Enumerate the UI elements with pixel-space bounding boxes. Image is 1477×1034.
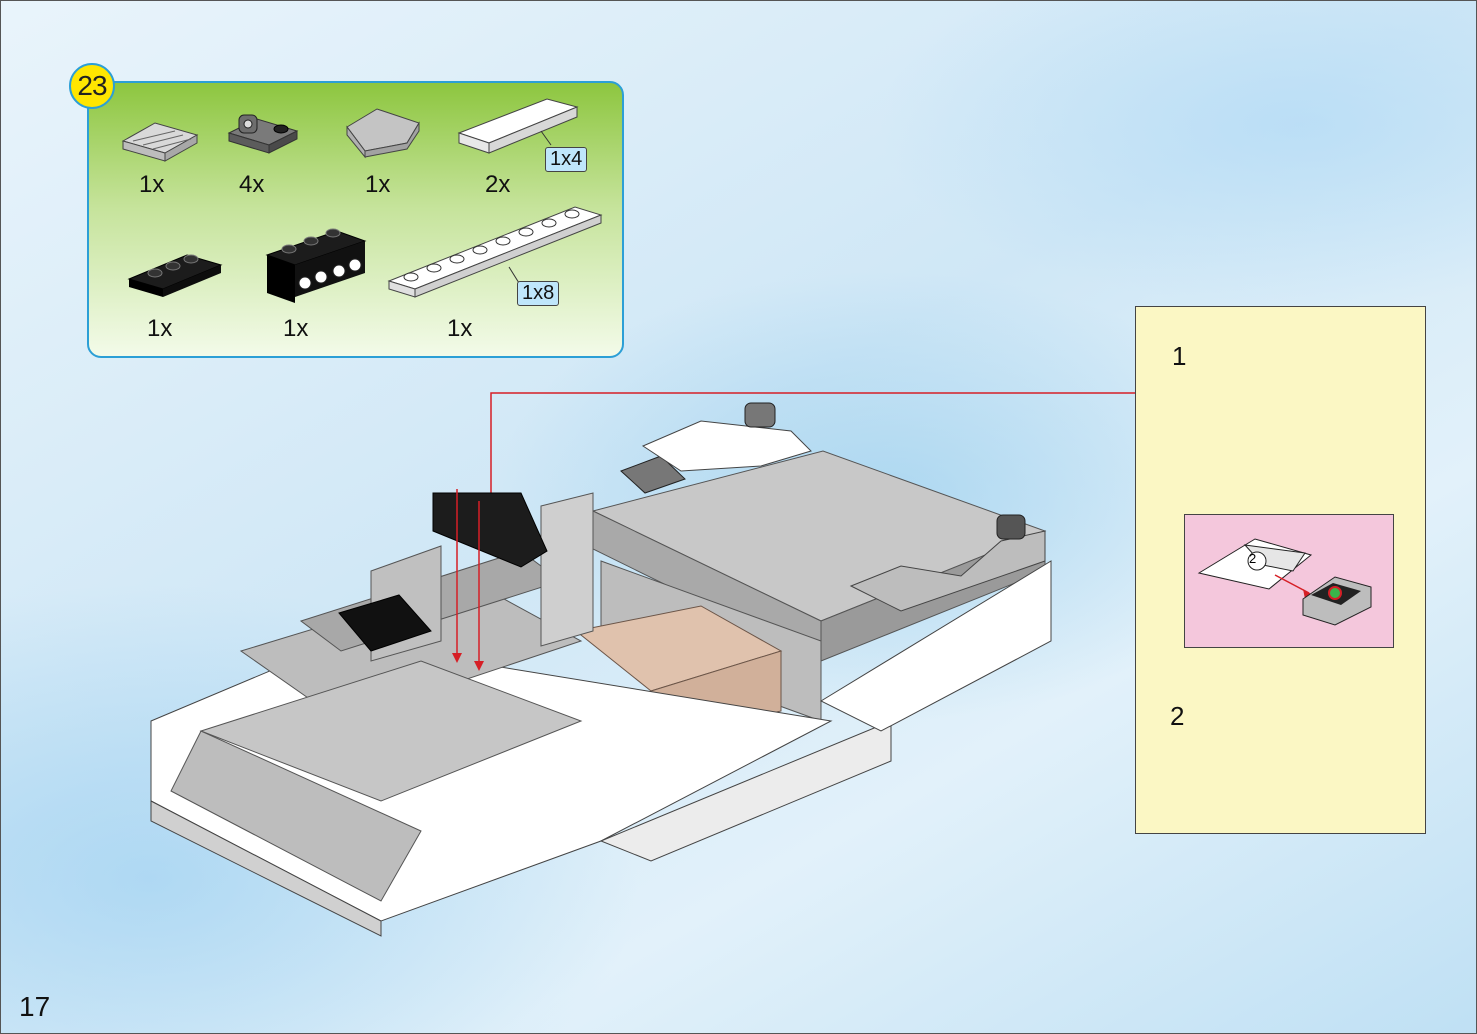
sticker-illustration [1197, 538, 1372, 626]
insert-arrowhead-2 [474, 661, 484, 671]
grille-tile-icon [121, 122, 199, 162]
car-dashboard [338, 492, 594, 662]
black-plate-icon [127, 254, 223, 297]
length-label-1x4: 1x4 [545, 147, 588, 172]
part-qty-5: 1x [147, 315, 173, 342]
step-number-badge: 23 [69, 63, 115, 109]
part-qty-3: 1x [365, 171, 391, 198]
black-bracket-icon [265, 228, 367, 303]
part-qty-7: 1x [447, 315, 473, 342]
tile-1x4-icon [457, 98, 579, 154]
plate-1x8-icon [387, 206, 603, 298]
insert-arrowhead-1 [452, 653, 462, 663]
callout-line [490, 392, 1135, 501]
parts-list-panel: 1x 4x 1x 2x 1x4 1x 1x 1x 1x8 [87, 81, 624, 358]
length-label-1x8: 1x8 [517, 281, 560, 306]
sticker-sheet-number: 2 [1249, 551, 1257, 566]
fender-clip-rear-right [620, 402, 812, 494]
slope-brick-icon [346, 108, 420, 159]
clip-plate-icon [227, 114, 299, 154]
sticker-panel: 2 [1184, 514, 1394, 648]
part-qty-6: 1x [283, 315, 309, 342]
part-qty-1: 1x [139, 171, 165, 198]
substep-number-2: 2 [1170, 701, 1185, 731]
part-qty-4: 2x [485, 171, 511, 198]
part-qty-2: 4x [239, 171, 265, 198]
page-number: 17 [19, 991, 51, 1022]
fender-clip-rear-left [849, 514, 1046, 612]
parts-illustrations [121, 98, 603, 303]
substep-number-1: 1 [1172, 341, 1187, 371]
